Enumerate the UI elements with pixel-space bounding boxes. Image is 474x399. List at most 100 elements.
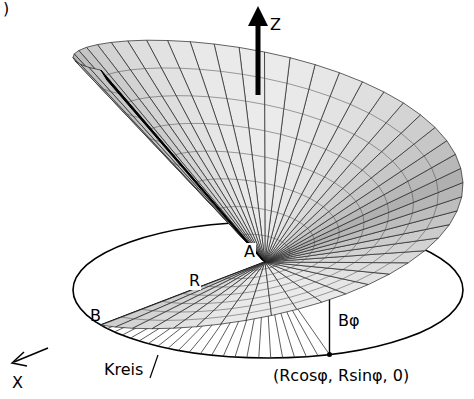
surface-ring: [277, 160, 290, 163]
label: X: [12, 374, 23, 392]
surface-ring: [336, 282, 356, 290]
surface-ring: [362, 170, 371, 178]
surface-ring: [162, 301, 171, 302]
surface-ring: [414, 144, 424, 156]
surface-ring: [330, 96, 350, 104]
surface-ring: [252, 155, 265, 157]
surface-ring: [387, 203, 388, 212]
surface-ring: [343, 271, 359, 279]
surface-ring: [310, 198, 317, 202]
surface-ring: [382, 152, 393, 161]
surface-ring: [278, 213, 284, 215]
surface-ring: [180, 68, 200, 69]
surface-ring: [268, 236, 271, 238]
surface-ring: [326, 279, 343, 286]
surface-ring: [248, 284, 257, 285]
surface-ring: [315, 290, 336, 297]
surface-ring: [241, 206, 247, 207]
surface-patch: [81, 64, 265, 262]
surface-ring: [265, 235, 268, 237]
surface-ring: [321, 120, 338, 127]
surface-ring: [329, 212, 333, 217]
surface-ring: [267, 274, 273, 276]
surface-ring: [287, 83, 309, 89]
surface-ring: [219, 294, 231, 296]
surface-ring: [314, 172, 325, 177]
surface-ring: [356, 273, 374, 282]
surface-ring: [145, 67, 162, 69]
surface-ring: [218, 124, 233, 125]
sector-hatch: [130, 262, 265, 338]
surface-ring: [290, 163, 302, 167]
surface-patch: [73, 58, 265, 263]
surface-ring: [355, 255, 365, 263]
surface-ring: [222, 301, 237, 303]
surface-ring: [209, 295, 220, 296]
surface-ring: [311, 144, 325, 150]
surface-ring: [289, 217, 294, 220]
surface-patch: [265, 262, 408, 274]
surface-ring: [324, 177, 334, 183]
surface-ring: [254, 276, 260, 278]
surface-ring: [185, 319, 205, 320]
surface-ring: [301, 282, 316, 287]
surface-ring: [270, 298, 289, 303]
surface-ring: [263, 268, 266, 270]
surface-ring: [134, 319, 149, 320]
surface-ring: [285, 268, 291, 270]
surface-ring: [393, 161, 402, 171]
surface-ring: [343, 188, 350, 194]
surface-ring: [326, 149, 339, 155]
surface-patch: [75, 61, 265, 262]
surface-ring: [369, 143, 382, 152]
surface-ring: [265, 210, 271, 211]
surface-ring: [200, 69, 221, 71]
label: Kreis: [104, 361, 143, 379]
surface-ring: [235, 206, 240, 207]
surface-ring: [221, 71, 243, 74]
surface-ring: [265, 105, 284, 109]
surface-ring: [295, 270, 304, 274]
surface-ring: [317, 202, 323, 206]
x-arrowhead: [12, 352, 27, 366]
surface-ring: [284, 244, 286, 246]
surface-ring: [198, 180, 202, 181]
surface-patch: [73, 54, 265, 262]
surface-ring: [196, 151, 205, 152]
surface-ring: [265, 78, 287, 83]
surface-ring: [258, 282, 268, 284]
surface-ring: [408, 181, 412, 192]
surface-ring: [412, 192, 414, 203]
surface-ring: [373, 254, 385, 263]
surface-ring: [296, 139, 311, 144]
surface-ring: [192, 95, 209, 97]
surface-ring: [343, 263, 355, 270]
surface-ring: [305, 273, 316, 278]
surface-ring: [265, 183, 275, 185]
sector-hatch: [114, 262, 265, 332]
surface-ring: [363, 215, 364, 222]
surface-ring: [304, 225, 308, 228]
surface-ring: [271, 237, 274, 238]
surface-ring: [351, 163, 362, 170]
surface-ring: [271, 304, 293, 309]
surface-ring: [237, 298, 253, 300]
surface-ring: [293, 297, 315, 303]
surface-ring: [162, 95, 176, 97]
surface-ring: [286, 274, 295, 277]
surface-ring: [401, 133, 414, 144]
surface-ring: [249, 128, 265, 131]
surface-ring: [265, 157, 278, 160]
surface-ring: [214, 309, 232, 311]
surface-ring: [312, 262, 319, 266]
surface-ring: [295, 219, 300, 222]
surface-ring: [216, 151, 227, 153]
surface-patch: [265, 52, 291, 262]
surface-ring: [226, 313, 248, 316]
surface-patch: [89, 68, 265, 263]
surface-ring: [302, 194, 310, 198]
surface-ring: [317, 268, 327, 273]
surface-ring: [296, 262, 301, 265]
label: R: [188, 272, 201, 290]
surface-ring: [310, 232, 312, 235]
